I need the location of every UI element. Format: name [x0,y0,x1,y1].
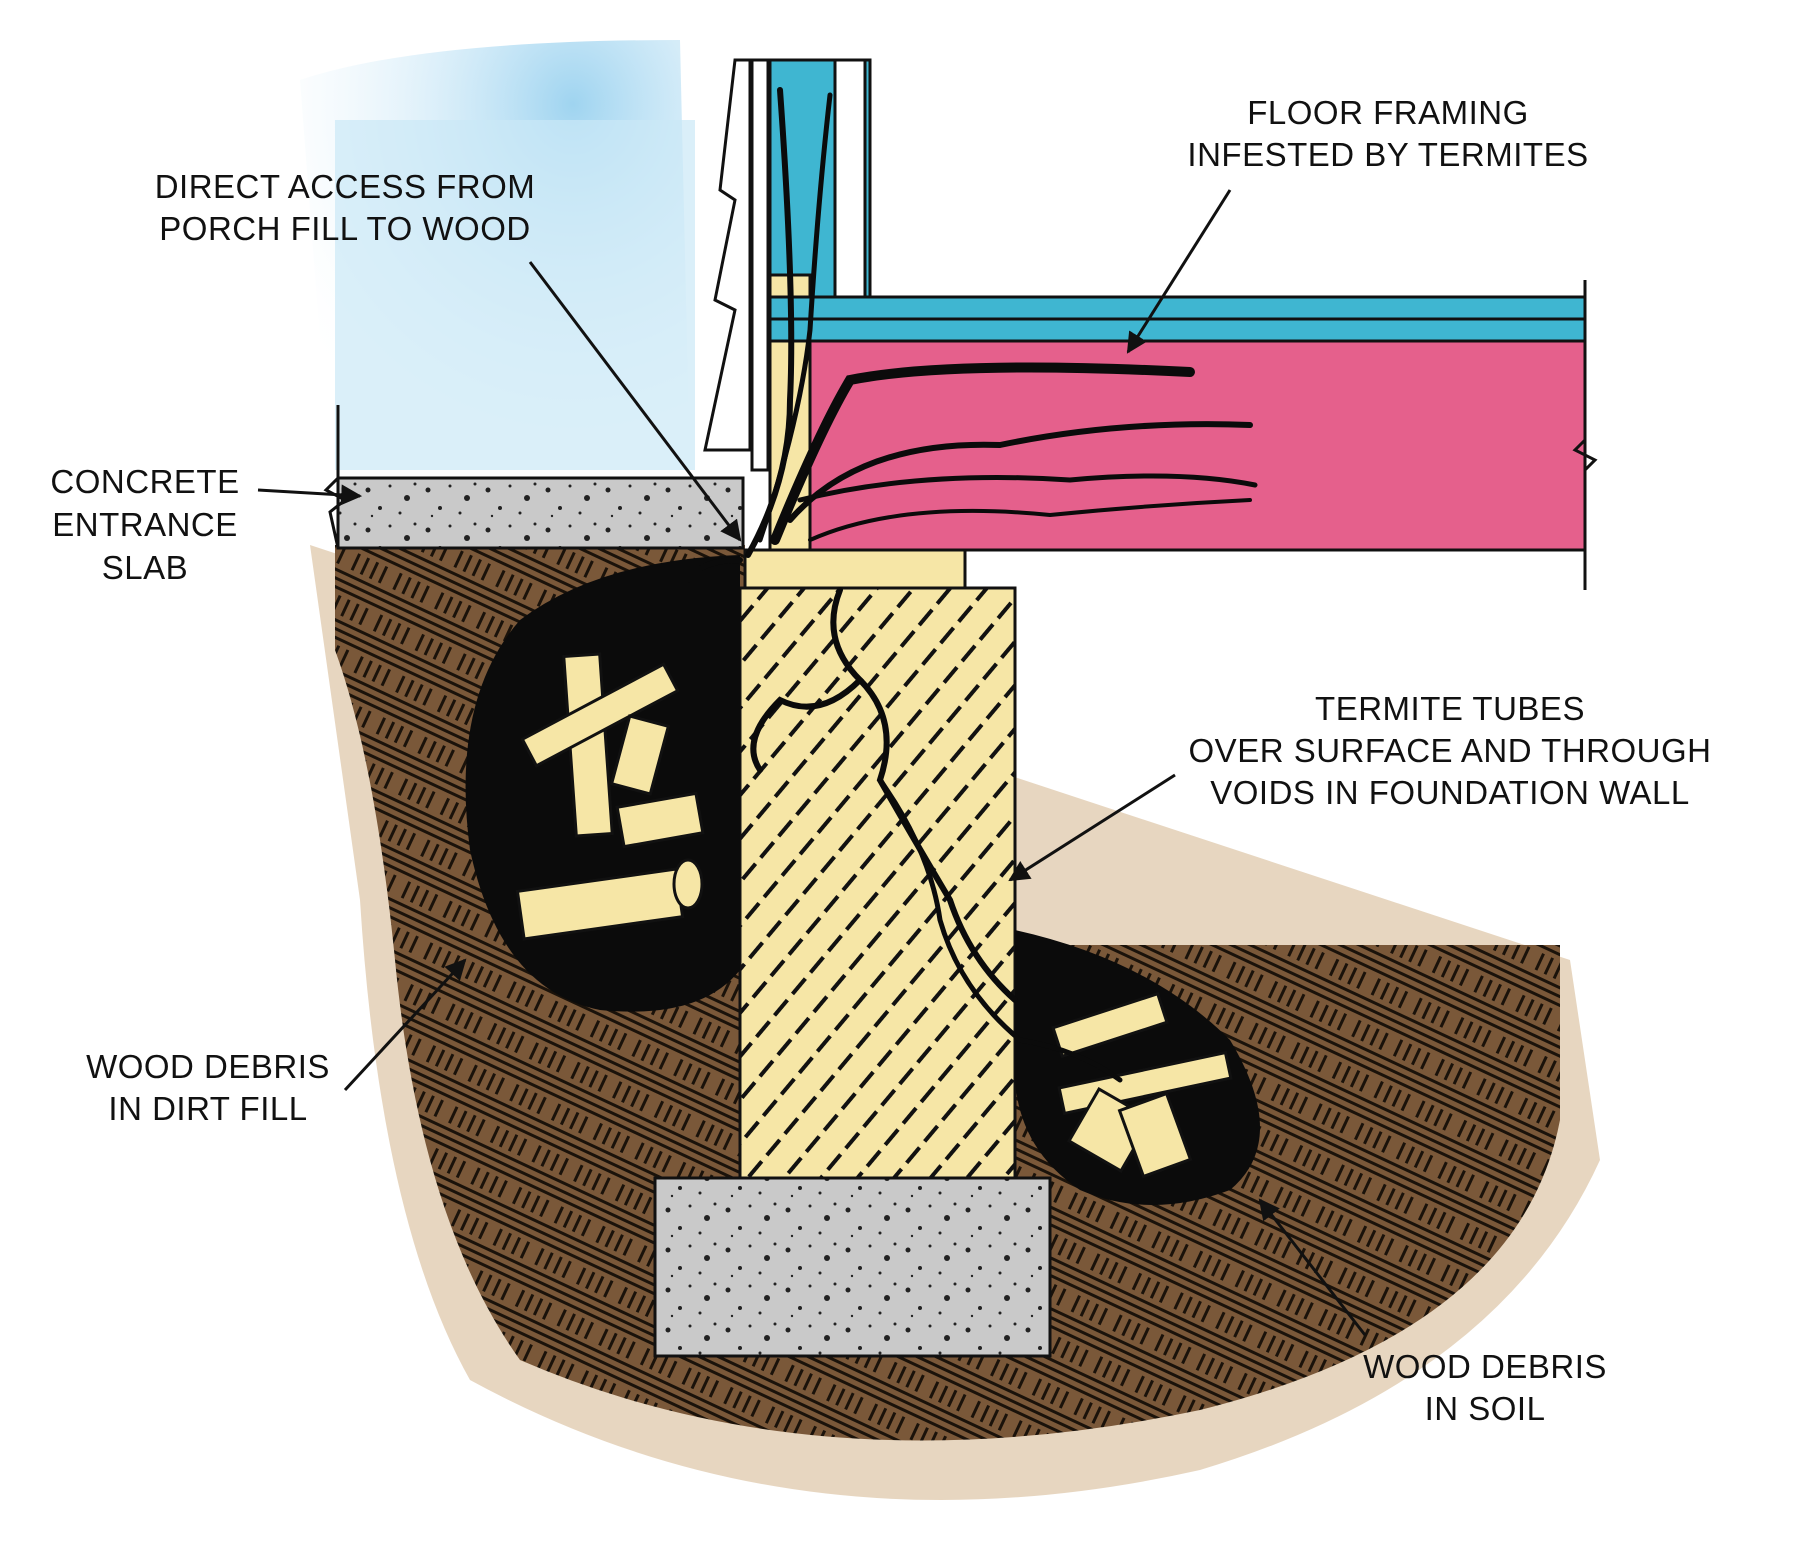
label-concrete-slab-line2: ENTRANCE [52,506,238,543]
leader-lines [257,189,1367,1336]
foundation-wall [738,586,1017,1180]
label-debris-soil: WOOD DEBRIS IN SOIL [1363,1348,1607,1427]
label-termite-tubes: TERMITE TUBES OVER SURFACE AND THROUGH V… [1189,690,1712,811]
exterior-siding [703,58,872,472]
concrete-entrance-slab [323,405,745,550]
sky-fill [335,120,695,470]
label-termite-tubes-line3: VOIDS IN FOUNDATION WALL [1210,774,1690,811]
label-termite-tubes-line2: OVER SURFACE AND THROUGH [1189,732,1712,769]
label-termite-tubes-line1: TERMITE TUBES [1315,690,1585,727]
leader-floor-framing [1126,189,1232,354]
leader-direct-access [528,261,742,542]
concrete-footing [653,1176,1052,1358]
label-floor-framing-line2: INFESTED BY TERMITES [1187,136,1588,173]
label-direct-access: DIRECT ACCESS FROM PORCH FILL TO WOOD [155,168,536,247]
joist-break-line [1572,280,1598,590]
label-concrete-slab-line1: CONCRETE [50,463,239,500]
leader-debris-fill [343,958,467,1092]
label-floor-framing-line1: FLOOR FRAMING [1247,94,1529,131]
wood-debris-soil [1051,991,1233,1179]
label-direct-access-line1: DIRECT ACCESS FROM [155,168,536,205]
termite-tubes [687,87,1258,1083]
label-debris-soil-line2: IN SOIL [1425,1390,1546,1427]
label-debris-fill: WOOD DEBRIS IN DIRT FILL [86,1048,330,1127]
leader-debris-soil [1258,1198,1367,1336]
leader-termite-tubes [1008,773,1176,882]
label-floor-framing: FLOOR FRAMING INFESTED BY TERMITES [1187,94,1588,173]
label-debris-fill-line1: WOOD DEBRIS [86,1048,330,1085]
sill-plate [743,548,967,590]
wood-debris-fill [515,652,705,941]
label-direct-access-line2: PORCH FILL TO WOOD [159,210,530,247]
label-debris-fill-line2: IN DIRT FILL [108,1090,307,1127]
label-concrete-slab: CONCRETE ENTRANCE SLAB [50,463,239,586]
leader-concrete-slab [257,484,363,506]
label-concrete-slab-line3: SLAB [102,549,188,586]
label-debris-soil-line1: WOOD DEBRIS [1363,1348,1607,1385]
subfloor [768,295,1587,343]
